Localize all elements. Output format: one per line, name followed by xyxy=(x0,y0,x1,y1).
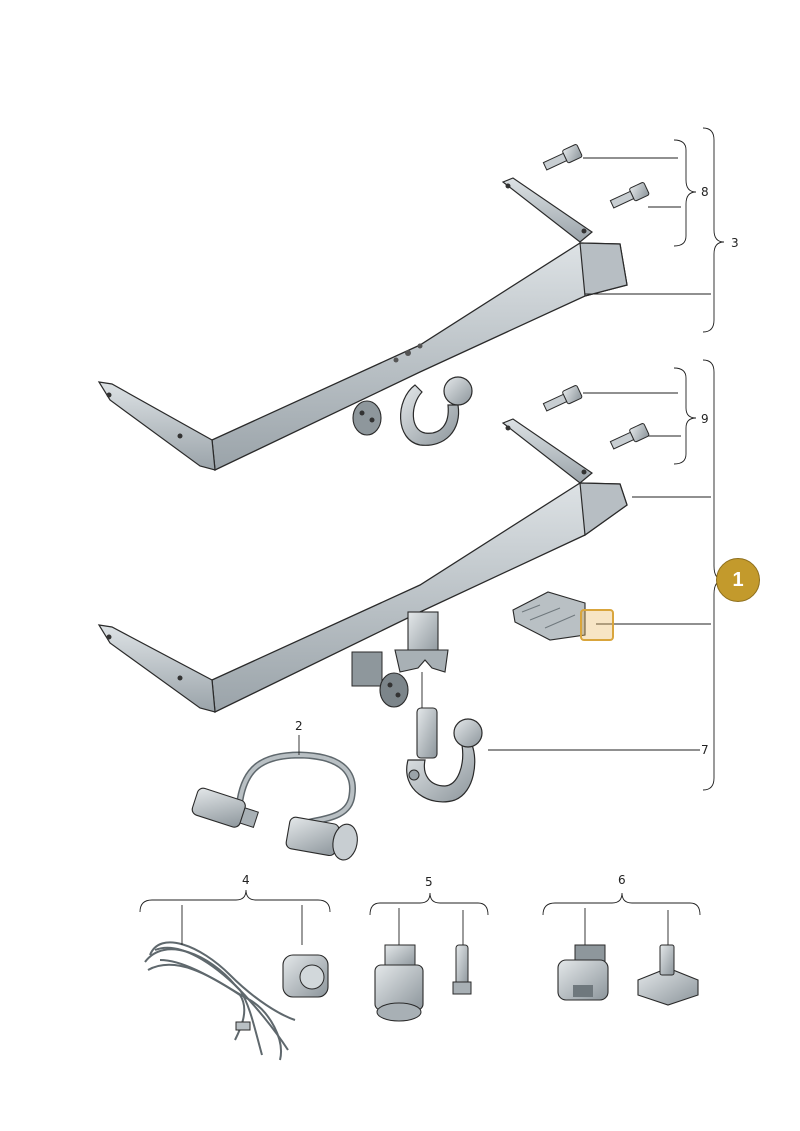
wiring-harness xyxy=(144,941,296,1061)
adapter-cable xyxy=(191,751,358,861)
callout-labels: 8 3 9 7 2 4 5 6 xyxy=(242,185,739,889)
plug-pin xyxy=(452,944,472,995)
towbar-crossmember-lower xyxy=(97,418,628,713)
grease-packet xyxy=(512,591,586,641)
bolts-lower xyxy=(542,385,650,450)
plug-13-pin xyxy=(374,944,424,1022)
socket-housing xyxy=(282,954,329,998)
leader-lines xyxy=(181,157,711,945)
callout-3[interactable]: 3 xyxy=(731,236,739,250)
mounting-plate-stud xyxy=(637,944,699,1006)
detachable-ball-receiver xyxy=(351,611,449,708)
callout-4[interactable]: 4 xyxy=(242,873,250,887)
callout-7[interactable]: 7 xyxy=(701,743,709,757)
towbar-crossmember-upper xyxy=(97,177,628,471)
callout-2[interactable]: 2 xyxy=(295,719,303,733)
callout-5[interactable]: 5 xyxy=(425,875,433,889)
callout-9[interactable]: 9 xyxy=(701,412,709,426)
detachable-ball-neck xyxy=(406,707,483,803)
callout-6[interactable]: 6 xyxy=(618,873,626,887)
callout-8[interactable]: 8 xyxy=(701,185,709,199)
bolts-upper xyxy=(542,144,650,209)
callout-1-badge[interactable]: 1 xyxy=(716,558,760,602)
fixed-ball-hook xyxy=(352,376,473,446)
rubber-buffer xyxy=(557,944,609,1001)
grease-packet-highlight[interactable] xyxy=(580,609,614,641)
